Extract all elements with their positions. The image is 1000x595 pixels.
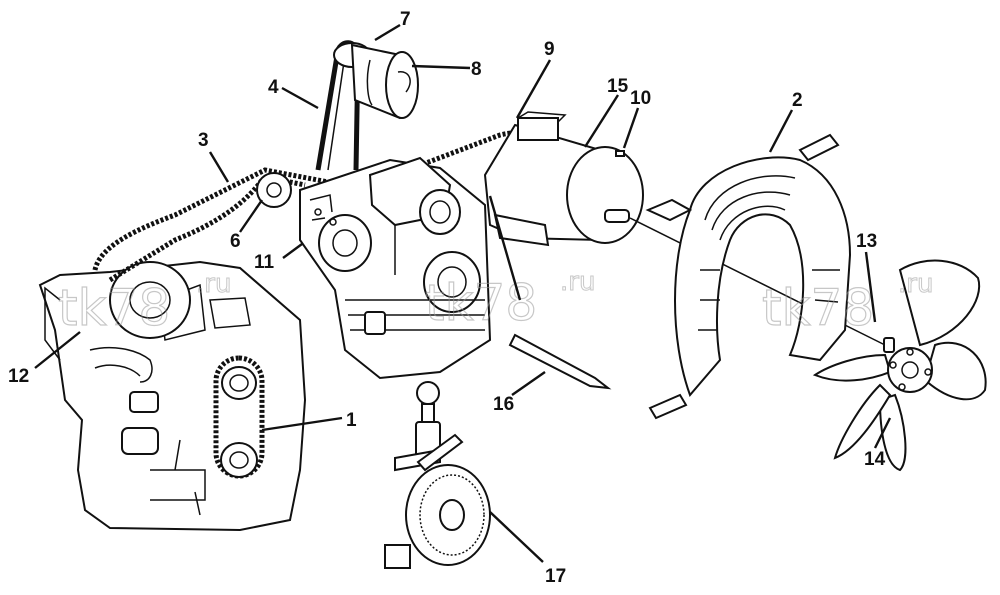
callout-2: 2 [792,90,803,111]
callout-11: 11 [254,252,275,273]
callout-14: 14 [864,449,886,470]
condenser-coil-drawing [645,133,852,420]
idler-pulley-drawing [256,172,292,208]
engine-block-drawing [38,260,307,532]
compressor-drawing [299,156,492,380]
watermark-main: tk78 [58,279,170,337]
callout-17: 17 [545,566,566,587]
watermark-3: tk78 .ru [761,269,934,338]
callout-10: 10 [630,88,651,109]
leader-lines [34,23,892,563]
electric-motor-drawing [483,111,644,247]
alternator-drawing [333,42,419,120]
watermark-2: tk78 .ru [424,267,596,333]
callout-8: 8 [471,59,482,80]
callout-6: 6 [230,231,241,252]
watermark-main: tk78 [425,274,537,332]
callout-15: 15 [607,76,629,97]
callout-9: 9 [544,39,555,60]
fan-blade-drawing [812,259,987,472]
callout-labels: 1 2 3 4 6 7 8 9 10 11 12 13 14 15 16 17 [8,9,886,587]
belt-tension-gauge-drawing [384,381,491,569]
callout-3: 3 [198,130,209,151]
watermark-suffix: .ru [560,267,595,297]
callout-13: 13 [856,231,877,252]
watermark-main: tk78 [762,279,874,337]
callout-7: 7 [400,9,411,30]
watermark-suffix: .ru [196,269,231,299]
shaft-pin-drawing [508,333,612,390]
callout-1: 1 [346,410,357,431]
callout-12: 12 [8,366,29,387]
callout-4: 4 [268,77,279,98]
watermark-1: tk78 .ru [57,269,232,338]
callout-16: 16 [493,394,514,415]
watermark-suffix: .ru [898,269,933,299]
